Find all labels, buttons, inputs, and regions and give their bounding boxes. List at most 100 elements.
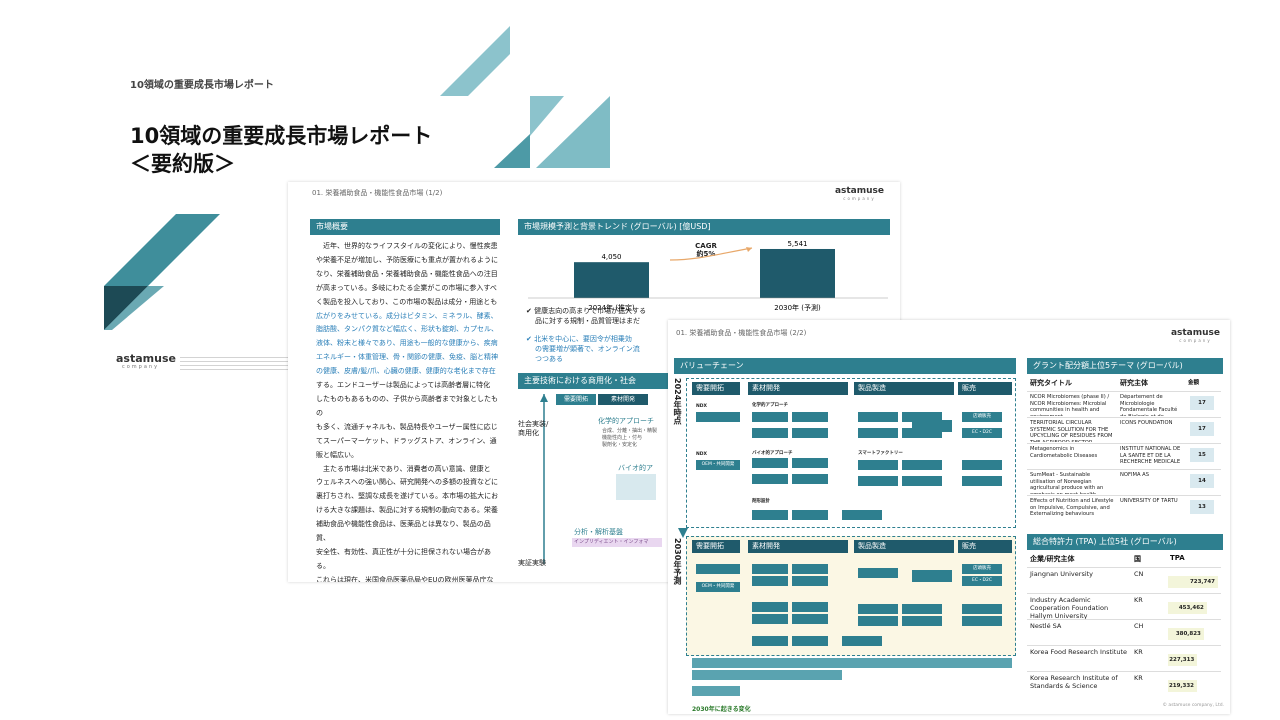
cover-address-placeholder [180, 354, 270, 372]
tech-stage-material: 素材開発 [598, 394, 648, 405]
tpa-entity: Korea Food Research Institute [1030, 648, 1128, 656]
vc-2024-area [686, 378, 1016, 528]
vc-prod-box-1 [858, 412, 898, 422]
overview-text: 近年、世界的なライフスタイルの変化により、慢性疾患や栄養不足が増加し、予防医療に… [316, 240, 501, 582]
grant-row-divider [1027, 495, 1221, 496]
overview-line: 液体、粉末と様々であり、用途も一般的な健康から、疾病 [316, 339, 498, 348]
cagr-value: 約5% [696, 250, 716, 258]
vc-sales-box-3 [962, 460, 1002, 470]
grant-title: Effects of Nutrition and Lifestyle on Im… [1030, 498, 1114, 517]
vc-down-arrow-icon [678, 528, 688, 538]
overview-line: 裏打ちされ、堅調な成長を遂げている。本市場の拡大にお [316, 492, 499, 501]
vc-prod-box-2 [902, 412, 942, 422]
grant-amount: 13 [1190, 500, 1214, 514]
vc30-sales-box-1: 店頭販売 [962, 564, 1002, 574]
vc30-form-box-3 [842, 636, 882, 646]
tech-sub-1: 合成、分離・抽出・精製 [602, 428, 658, 434]
vc30-sales-box-4 [962, 616, 1002, 626]
vc30-consumer-bar [692, 686, 740, 696]
tpa-row-divider [1027, 645, 1221, 646]
page3-logo-sub: company [1179, 338, 1212, 343]
vc-row-2030: 2030年予測 [673, 538, 682, 585]
vc-chem-box-4 [792, 428, 828, 438]
vc30-chem-box-1 [752, 564, 788, 574]
grant-org: UNIVERSITY OF TARTU [1120, 498, 1178, 504]
page3-logo-text: astamuse [1170, 328, 1220, 338]
vc-form-box-2 [792, 510, 828, 520]
vc30-smart-box-3 [858, 616, 898, 626]
vc30-smart-box-4 [902, 616, 942, 626]
report-page-3: 01. 栄養補助食品・機能性食品市場 (2/2) astamuse compan… [668, 320, 1230, 714]
overview-line: が高まっている。多岐にわたる企業がこの市場に参入すべ [316, 283, 497, 292]
chart-bar-0 [574, 262, 649, 298]
tpa-entity: Nestlé SA [1030, 622, 1062, 630]
vc-smart-box-2 [902, 460, 942, 470]
tpa-country: KR [1134, 596, 1143, 604]
vc-sales-box-2: EC・D2C [962, 428, 1002, 438]
vc-2024-stage-demand: 需要開拓 [692, 382, 740, 395]
grant-org: INSTITUT NATIONAL DE LA SANTE ET DE LA R… [1120, 446, 1181, 465]
grant-col-title: 研究タイトル [1030, 379, 1072, 387]
grant-amount: 15 [1190, 448, 1214, 462]
vc-2030-stage-demand: 需要開拓 [692, 540, 740, 553]
vc30-chem-box-2 [792, 564, 828, 574]
vc30-bio-box-1 [752, 602, 788, 612]
tech-row-commercial: 社会実装/商用化 [518, 420, 549, 437]
tpa-value: 219,332 [1168, 680, 1197, 692]
vc30-packaging-box [912, 570, 952, 582]
grant-amount: 17 [1190, 422, 1214, 436]
overview-line: も多く、流通チャネルも、製品特長やユーザー属性に応じ [316, 422, 498, 431]
vc30-chem-box-4 [792, 576, 828, 586]
trend-bullet-1-line2: 品に対する規制・品質管理はまだ [535, 317, 640, 325]
grant-org: ICONS FOUNDATION [1120, 420, 1173, 426]
vc30-oem-box: OEM・共同開発 [696, 582, 740, 592]
grant-title: SumMeat - Sustainable utilisation of Nor… [1030, 472, 1104, 494]
vc-form-label: 剤形設計 [752, 499, 770, 504]
vc-2024-stage-sales: 販売 [958, 382, 1012, 395]
vc-needs-label: NDX [696, 404, 707, 409]
vc-needs-box [696, 412, 740, 422]
tpa-entity: Korea Research Institute of Standards & … [1030, 674, 1118, 690]
tpa-entity: Jiangnan University [1030, 570, 1094, 578]
grant-row-divider [1027, 391, 1221, 392]
cover-logo: astamuse [116, 352, 176, 365]
chart-category-label-0: 2024年 (推定) [588, 303, 635, 312]
vc-chem-label: 化学的アプローチ [752, 403, 788, 408]
vc-bio-box-1 [752, 458, 788, 468]
overview-line: 脂肪酸、タンパク質など幅広く、形状も錠剤、カプセル、 [316, 325, 498, 334]
page2-logo-text: astamuse [834, 186, 884, 196]
tpa-value: 723,747 [1168, 576, 1218, 588]
vc30-bio-box-3 [752, 614, 788, 624]
vc-smart-box-1 [858, 460, 898, 470]
tech-item-chemical-details: 合成、分離・抽出・精製 機能性向上・付与 製剤化・安定化 [602, 428, 657, 449]
grant-row-divider [1027, 443, 1221, 444]
overview-line: 主たる市場は北米であり、消費者の高い意識、健康と [316, 464, 491, 473]
cagr-arrow-icon [669, 247, 753, 261]
trend-bullet-1: ✔ 健康志向の高まりで市場が拡大する 品に対する規制・品質管理はまだ [526, 306, 646, 326]
decor-triangle-mid [494, 96, 610, 168]
vc-packaging-box [912, 420, 952, 432]
overview-line: ウェルネスへの強い関心、研究開発への多額の投資などに [316, 478, 498, 487]
overview-line: エネルギー・体重管理、骨・関節の健康、免疫、脳と精神 [316, 353, 498, 362]
vc-chem-box-1 [752, 412, 788, 422]
page3-logo: astamuse company [1171, 328, 1220, 343]
vc-prod-box-4 [902, 428, 942, 438]
vc-bio-label: バイオ的アプローチ [752, 451, 793, 456]
tech-item-analysis: 分析・解析基盤 [574, 528, 623, 536]
trend-bullet-2-line2: の需要増が顕著で、オンライン流 [535, 345, 640, 353]
vc-2024-stage-material: 素材開発 [748, 382, 848, 395]
overview-line: 補助食品や機能性食品は、医薬品とは異なり、製品の品質、 [316, 520, 491, 543]
section-market: 市場規模予測と背景トレンド (グローバル) [億USD] [518, 219, 890, 235]
page2-header: 01. 栄養補助食品・機能性食品市場 (1/2) [312, 189, 443, 197]
vc30-smart-box-2 [902, 604, 942, 614]
overview-line: 広がりをみせている。成分はビタミン、ミネラル、酵素、 [316, 311, 498, 320]
tech-sub-3: 製剤化・安定化 [602, 442, 638, 448]
vc30-prod-box-1 [858, 568, 898, 578]
vc-sales-box-1: 店頭販売 [962, 412, 1002, 422]
trend-bullet-2-line3: つつある [535, 355, 563, 363]
tpa-country: CN [1134, 570, 1144, 578]
tpa-col-name: 企業/研究主体 [1030, 555, 1075, 563]
vc30-analysis-bar-1 [692, 658, 1012, 668]
tpa-row-divider [1027, 567, 1221, 568]
